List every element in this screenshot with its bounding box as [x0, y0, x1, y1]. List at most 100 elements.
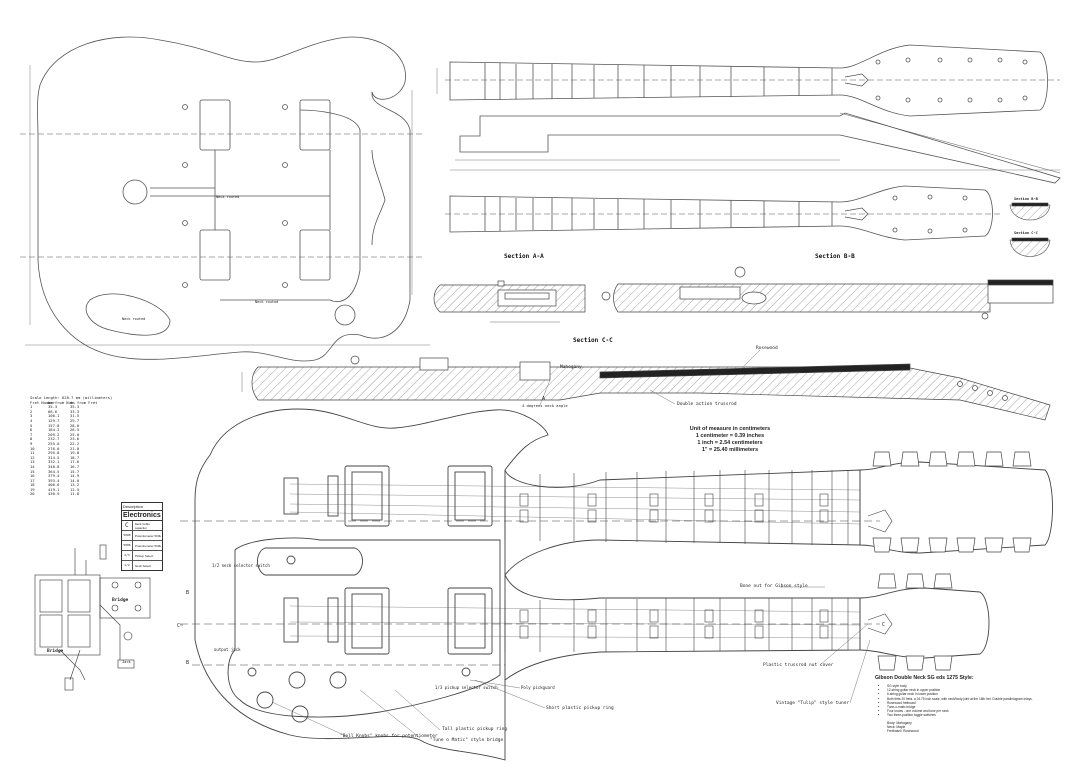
spec-neck: Neck: Maple	[887, 724, 906, 729]
tuners-neck-6	[877, 573, 953, 671]
fret-cell: 18.7	[70, 454, 80, 460]
fret-cell: 100.1	[48, 413, 60, 419]
fret-cell: 25.0	[70, 431, 80, 437]
fret-cell: 406.6	[48, 482, 60, 488]
small-section-cc: Section C-C	[1014, 231, 1038, 235]
label-bell-knobs: "Bell Knobs" knobs for potentiometer	[340, 734, 438, 739]
section-a-drawing	[433, 280, 611, 323]
fret-row: 17 393.4 14.0	[30, 477, 112, 484]
small-neck-sections	[1009, 202, 1051, 257]
wiring-jack: Jack	[122, 660, 131, 664]
cut-letter-c2: C	[882, 622, 886, 628]
units-line1: 1 centimeter = 0.39 inches	[695, 433, 765, 439]
label-poly-pickguard: Poly pickguard	[521, 685, 555, 690]
spec-notes: Gibson Double Neck SG eds 1275 Style: SG…	[875, 675, 1033, 733]
spec-item: Rosewood fretboard	[887, 701, 1033, 705]
electronics-symbol: 2/3	[122, 551, 133, 560]
section-a-title: Section A-A	[504, 253, 544, 260]
electronics-symbol: 500K	[122, 531, 133, 540]
fret-cell: 12.5	[70, 486, 80, 492]
electronics-symbol: 500K	[122, 541, 133, 550]
fret-row: 6 184.2 26.5	[30, 428, 112, 433]
fret-cell: 19.8	[70, 450, 80, 456]
electronics-text: Neck Select	[135, 563, 152, 568]
spec-item: SG style body	[887, 684, 1033, 688]
fret-cell: 1	[30, 404, 33, 410]
cut-letter-b2: B	[186, 660, 190, 666]
spec-list: SG style body12-string guitar neck in up…	[875, 684, 1033, 718]
fret-cell: 14.0	[70, 477, 80, 483]
fret-cell: 393.4	[48, 477, 60, 483]
tuners-neck-12-bottom	[872, 537, 1032, 553]
fret-cell: 13.2	[70, 482, 80, 488]
fret-cell: 15	[30, 468, 35, 474]
label-short-ring: Short plastic pickup ring	[546, 706, 614, 711]
spec-item: Two three-position toggle switches	[887, 713, 1033, 717]
leader-lines	[271, 349, 871, 739]
electronics-text: Potentiometer 500k	[135, 533, 162, 538]
fret-cell: 184.2	[48, 427, 60, 433]
fret-cell: 2	[30, 408, 33, 414]
fret-cell: 6	[30, 427, 33, 433]
fret-cell: 5	[30, 422, 33, 428]
electronics-header: Description	[122, 503, 162, 511]
label-tall-ring: Tall plastic pickup ring	[442, 727, 508, 732]
fret-cell: 23.6	[70, 436, 80, 442]
fret-cell: 19	[30, 486, 35, 492]
fret-cell: 26.5	[70, 427, 80, 433]
fret-header-number: Fret Number	[30, 399, 56, 405]
fret-cell: 10	[30, 445, 35, 451]
fret-cell: 232.7	[48, 436, 60, 442]
label-neck-selector: 1/2 neck selector switch	[212, 563, 270, 568]
label-bone-nut: Bone nut for Gibson style	[740, 584, 808, 589]
fret-cell: 430.9	[48, 491, 60, 497]
fret-cell: 33.3	[70, 408, 80, 414]
fret-cell: 276.0	[48, 445, 60, 451]
fret-cell: 22.2	[70, 440, 80, 446]
label-neck-angle: 4 degrees neck angle	[522, 403, 568, 408]
label-neck-routed-1: Neck routed	[216, 195, 240, 199]
spec-fretboard: Fretboard: Rosewood	[887, 729, 919, 734]
section-b-drawing	[613, 266, 1054, 320]
fret-cell: 15.7	[70, 468, 80, 474]
label-tulip-tuner: Vintage "Tulip" style tuner	[776, 701, 850, 706]
spec-item: Four knobs - one volume and tone per nec…	[887, 709, 1033, 713]
section-c-title: Section C-C	[573, 337, 613, 344]
fret-cell: 129.7	[48, 417, 60, 423]
fret-row: 18 406.6 13.2	[30, 483, 112, 488]
units-note: Unit of measure in centimeters 1 centime…	[665, 426, 795, 454]
fret-cell: 255.0	[48, 440, 60, 446]
fret-cell: 18	[30, 482, 35, 488]
frets-neck-6	[504, 598, 893, 652]
fret-cell: 20	[30, 491, 35, 497]
spec-materials: Body: Mahogany Neck: Maple Fretboard: Ro…	[875, 721, 1033, 734]
fret-cell: 332.1	[48, 459, 60, 465]
label-pickup-selector: 1/3 pickup selector switch	[435, 685, 498, 690]
tuners-neck-12-top	[872, 451, 1032, 467]
fret-cell: 17.6	[70, 459, 80, 465]
routing-body-view	[20, 36, 430, 362]
spec-title: Gibson Double Neck SG eds 1275 Style:	[875, 675, 974, 681]
fret-cell: 28.0	[70, 422, 80, 428]
fret-cell: 17	[30, 477, 35, 483]
fret-cell: 364.5	[48, 468, 60, 474]
frets-neck-12	[504, 470, 893, 545]
fret-cell: 4	[30, 417, 33, 423]
label-neck-routed-3: Neck routed	[122, 317, 146, 321]
fret-header-fret: mm from Fret	[70, 399, 98, 405]
